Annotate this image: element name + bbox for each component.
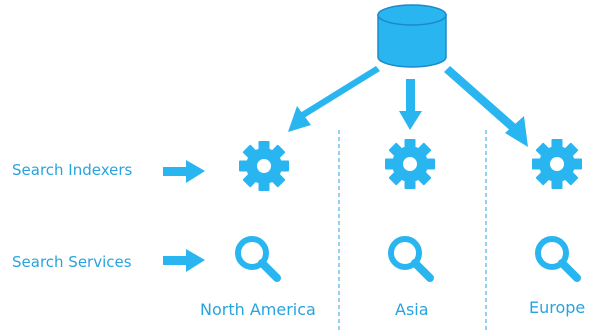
search-services-label: Search Services [12,253,132,271]
region-label-europe: Europe [529,298,586,317]
gear-icon [239,141,289,191]
database-icon [377,4,447,68]
search-icon [391,239,430,278]
arrow-to-asia-indexer [399,79,422,130]
gear-icon [385,139,435,189]
gear-icon [532,139,582,189]
arrow-to-europe-indexer [444,66,528,147]
arrow-to-north-america-indexer [288,66,380,132]
region-label-asia: Asia [395,300,429,319]
search-icon [238,239,277,278]
region-label-north-america: North America [200,300,316,319]
arrow-to-indexers [163,160,205,183]
search-indexers-label: Search Indexers [12,161,133,179]
arrow-to-services [163,249,205,272]
search-icon [538,239,577,278]
